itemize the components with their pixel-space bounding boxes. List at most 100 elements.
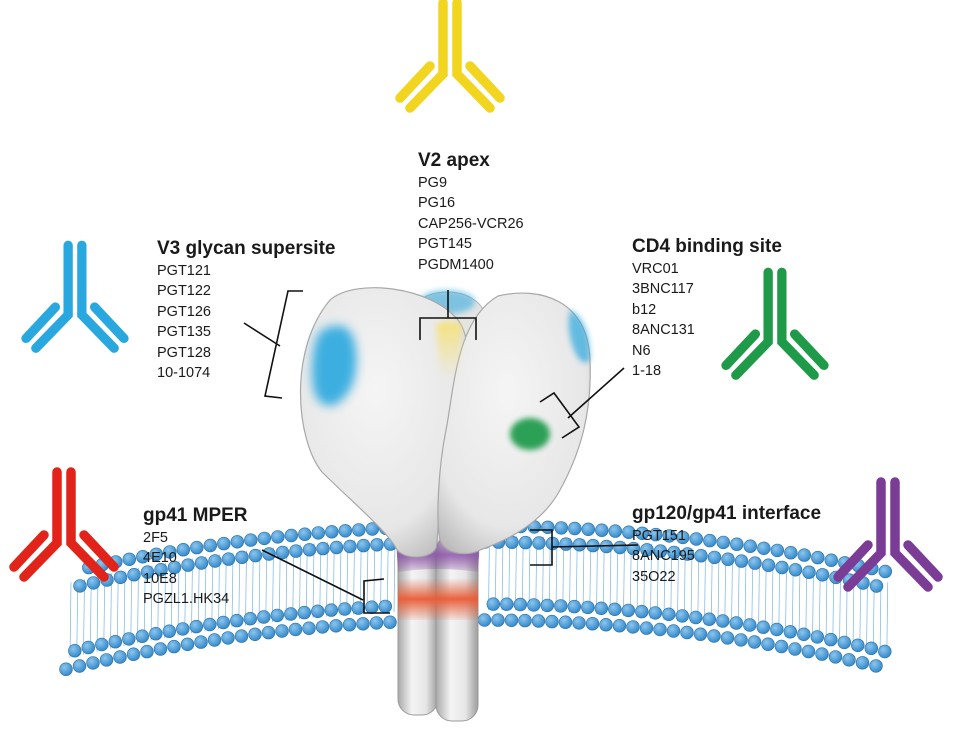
lipid-head <box>802 565 816 579</box>
lipid-head <box>113 570 128 584</box>
v3-glycan-antibody-list: PGT121 PGT122 PGT126 PGT135 PGT128 10-10… <box>157 261 335 383</box>
antibody-name: 8ANC195 <box>632 548 695 565</box>
lipid-head <box>716 535 730 550</box>
lipid-tail <box>170 561 173 637</box>
antibody-name: PGT128 <box>157 344 211 361</box>
lipid-head <box>775 560 789 575</box>
lipid-head <box>851 638 865 652</box>
lipid-tail <box>116 571 119 648</box>
antibody-chain <box>405 0 448 113</box>
lipid-head <box>649 527 663 542</box>
antibody-chain <box>89 302 129 344</box>
lipid-head <box>518 613 532 628</box>
lipid-head <box>635 526 649 540</box>
lipid-tail <box>157 564 160 640</box>
lipid-head <box>189 619 204 634</box>
lipid-head <box>532 536 546 550</box>
lipid-head <box>244 533 258 547</box>
lipid-head <box>248 627 262 641</box>
antibody-name: 8ANC131 <box>632 322 695 339</box>
lipid-tail <box>785 562 787 637</box>
lipid-head <box>203 617 217 632</box>
lipid-head <box>163 545 177 559</box>
antibody-name: PGDM1400 <box>418 256 494 273</box>
lipid-head <box>95 637 109 652</box>
antibody-chain <box>77 240 119 353</box>
antibody-name: VRC01 <box>632 261 679 277</box>
v3-glycan-patch <box>312 325 357 406</box>
lipid-head <box>842 653 856 667</box>
antibody-chain <box>452 0 495 113</box>
lipid-head <box>662 529 676 543</box>
interface-title: gp120/gp41 interface <box>632 503 822 524</box>
lipid-tail <box>771 559 774 635</box>
lipid-tail <box>332 541 335 616</box>
lipid-head <box>756 620 770 634</box>
lipid-tail <box>299 544 301 620</box>
lipid-head <box>153 642 168 656</box>
lipid-head <box>667 545 681 560</box>
lipid-tail <box>211 555 214 631</box>
lipid-head <box>127 567 141 582</box>
v3-leader <box>243 290 303 399</box>
antibody-chain <box>465 61 505 103</box>
antibody-name: 3BNC117 <box>632 281 694 298</box>
v2-leader <box>419 290 477 340</box>
lipid-head <box>207 633 222 647</box>
cd4-binding-title: CD4 binding site <box>632 236 782 257</box>
lipid-tail <box>265 548 268 623</box>
lipid-head <box>486 597 500 611</box>
lipid-tail <box>515 536 517 611</box>
lipid-tail <box>825 569 828 645</box>
v2-apex-title: V2 apex <box>418 150 490 171</box>
v2-apex-antibody-list: PG9 PG16 CAP256-VCR26 PGT145 PGDM1400 <box>418 173 524 275</box>
lipid-head <box>284 607 298 621</box>
lipid-tail <box>690 548 693 623</box>
lipid-head <box>221 552 236 566</box>
lipid-head <box>640 543 654 557</box>
lipid-head <box>270 608 284 623</box>
lipid-head <box>329 619 343 633</box>
antibody-name: PGT135 <box>157 324 211 341</box>
lipid-head <box>540 598 554 613</box>
lipid-tail <box>542 537 544 612</box>
lipid-head <box>729 616 743 630</box>
lipid-head <box>855 656 870 670</box>
lipid-head <box>59 662 73 676</box>
antibody-name: PGT126 <box>157 303 211 320</box>
lipid-tail <box>609 540 612 615</box>
lipid-tail <box>596 539 598 614</box>
lipid-tail <box>386 538 389 613</box>
gp41-mper-label-group: gp41 MPER 2F5 4E10 10E8 PGZL1.HK34 <box>143 505 248 610</box>
v2-apex-label-group: V2 apex PG9 PG16 CAP256-VCR26 PGT145 PGD… <box>418 150 524 275</box>
lipid-head <box>581 600 595 615</box>
mper-region <box>398 578 478 620</box>
antibody-name: 1-18 <box>632 363 662 380</box>
lipid-head <box>365 600 379 614</box>
lipid-tail <box>76 580 79 657</box>
antibody-name: 10-1074 <box>157 365 211 382</box>
lipid-head <box>761 637 775 651</box>
lipid-head <box>271 530 285 544</box>
lipid-tail <box>305 544 308 619</box>
v3-glycan-label-group: V3 glycan supersite PGT121 PGT122 PGT126… <box>157 238 335 383</box>
lipid-head <box>761 558 776 572</box>
antibody-name: 2F5 <box>143 530 168 546</box>
lipid-tail <box>197 557 200 633</box>
antibody-icon-cd4 <box>721 267 829 380</box>
lipid-head <box>662 607 676 621</box>
lipid-head <box>613 540 627 555</box>
antibody-name: PG16 <box>418 195 456 212</box>
lipid-head <box>342 617 357 632</box>
antibody-name: PGT121 <box>157 263 211 279</box>
lipid-head <box>86 656 100 670</box>
lipid-head <box>788 563 803 577</box>
lipid-head <box>365 522 379 536</box>
v2-apex-patch <box>436 321 462 379</box>
lipid-head <box>167 639 181 654</box>
leader-lines <box>243 290 639 614</box>
lipid-head <box>801 644 816 659</box>
lipid-head <box>149 626 163 641</box>
lipid-head <box>815 568 830 582</box>
